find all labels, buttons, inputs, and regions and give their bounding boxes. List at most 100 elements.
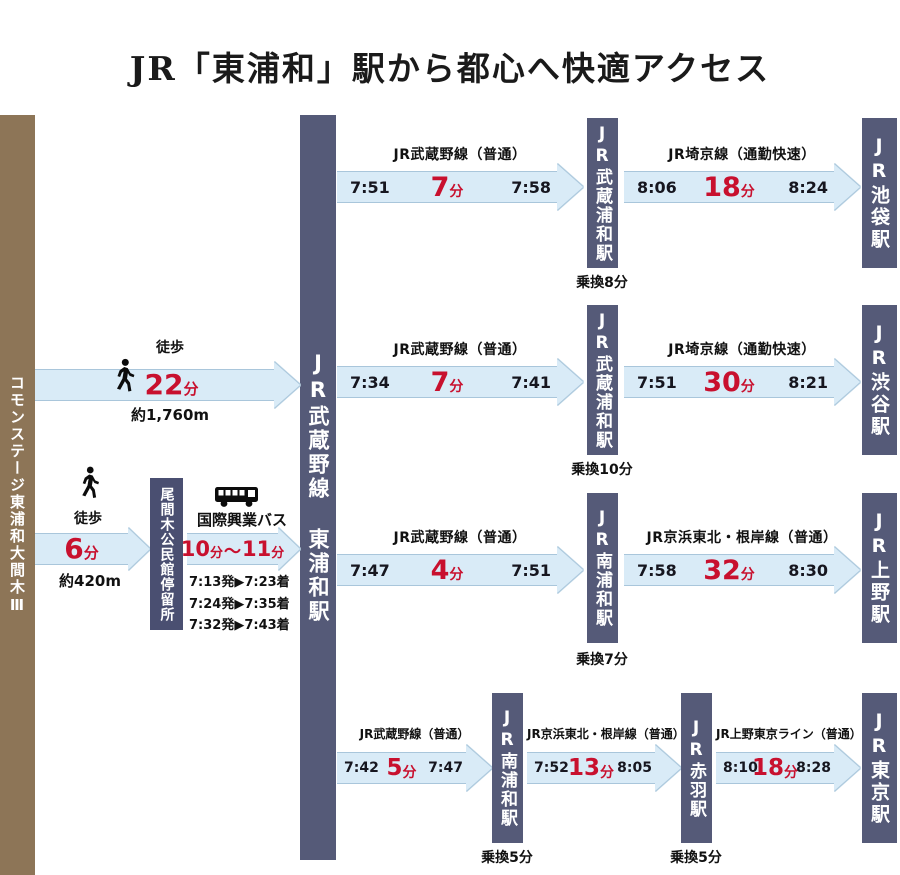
arrive-time: 7:51 bbox=[511, 560, 551, 580]
transfer-note: 乗換10分 bbox=[571, 462, 633, 478]
arrow-shape bbox=[337, 547, 583, 593]
bus-icon bbox=[215, 487, 258, 507]
walk-to-bus-label: 徒歩 bbox=[74, 511, 102, 527]
arrive-time: 8:21 bbox=[788, 372, 828, 392]
walk-direct-distance: 約1,760m bbox=[130, 406, 210, 424]
walker-icon bbox=[116, 358, 134, 392]
property-bar: コモンステージ東浦和大間木Ⅲ bbox=[0, 115, 35, 875]
bus-schedule-row: 7:32発▶7:43着 bbox=[189, 618, 290, 633]
arrive-time: 8:05 bbox=[617, 760, 652, 776]
bus-schedule-row: 7:24発▶7:35着 bbox=[189, 596, 290, 612]
page-title: JR「東浦和」駅から都心へ快適アクセス bbox=[129, 49, 771, 88]
line-name: JR上野東京ライン（普通） bbox=[716, 727, 862, 741]
transfer-note: 乗換7分 bbox=[576, 652, 628, 668]
arrow-shape bbox=[337, 745, 492, 791]
transfer-station-bar: JR武蔵浦和駅 bbox=[587, 305, 618, 455]
arrow-shape bbox=[624, 547, 860, 593]
arrow-shape bbox=[716, 745, 860, 791]
bus-stop-bar: 尾間木公民館停留所 bbox=[150, 478, 183, 630]
destination-station-bar: JR東京駅 bbox=[862, 693, 897, 843]
line-name: JR武蔵野線（普通） bbox=[359, 727, 470, 741]
arrive-time: 8:24 bbox=[788, 177, 828, 197]
destination-station-bar: JR池袋駅 bbox=[862, 118, 897, 268]
destination-station-bar: JR上野駅 bbox=[862, 493, 897, 643]
depart-time: 8:06 bbox=[637, 177, 677, 197]
transfer-station-bar: JR武蔵浦和駅 bbox=[587, 118, 618, 268]
origin-station-bar: JR武蔵野線 東浦和駅 bbox=[300, 115, 336, 860]
depart-time: 7:58 bbox=[637, 560, 677, 580]
arrow-shape bbox=[35, 362, 300, 408]
depart-time: 7:51 bbox=[350, 177, 390, 197]
line-name: JR埼京線（通勤快速） bbox=[668, 342, 816, 358]
transfer-note: 乗換8分 bbox=[576, 275, 628, 291]
depart-time: 7:47 bbox=[350, 560, 390, 580]
depart-time: 7:34 bbox=[350, 372, 390, 392]
arrive-time: 7:58 bbox=[511, 177, 551, 197]
transfer-note: 乗換5分 bbox=[670, 850, 722, 866]
arrow-shape bbox=[527, 745, 681, 791]
line-name: JR京浜東北・根岸線（普通） bbox=[646, 530, 838, 546]
arrow-shape bbox=[35, 528, 150, 570]
depart-time: 8:10 bbox=[723, 760, 758, 776]
arrow-shape bbox=[624, 164, 860, 210]
line-name: JR埼京線（通勤快速） bbox=[668, 147, 816, 163]
arrive-time: 8:30 bbox=[788, 560, 828, 580]
depart-time: 7:42 bbox=[344, 760, 379, 776]
transfer-station-bar: JR南浦和駅 bbox=[492, 693, 523, 843]
arrive-time: 7:41 bbox=[511, 372, 551, 392]
bus-schedule: 7:13発▶7:23着 7:24発▶7:35着 7:32発▶7:43着 bbox=[189, 572, 290, 637]
depart-time: 7:51 bbox=[637, 372, 677, 392]
arrow-shape bbox=[624, 359, 860, 405]
arrow-shape bbox=[337, 359, 583, 405]
arrow-shape bbox=[187, 528, 300, 570]
arrive-time: 7:47 bbox=[428, 760, 463, 776]
line-name: JR武蔵野線（普通） bbox=[393, 530, 527, 546]
transfer-note: 乗換5分 bbox=[481, 850, 533, 866]
transfer-station-bar: JR赤羽駅 bbox=[681, 693, 712, 843]
transfer-station-bar: JR南浦和駅 bbox=[587, 493, 618, 643]
walk-to-bus-distance: 約420m bbox=[59, 572, 121, 590]
destination-station-bar: JR渋谷駅 bbox=[862, 305, 897, 455]
line-name: JR京浜東北・根岸線（普通） bbox=[527, 727, 685, 741]
bus-schedule-row: 7:13発▶7:23着 bbox=[189, 575, 290, 590]
bus-operator: 国際興業バス bbox=[196, 511, 287, 529]
depart-time: 7:52 bbox=[534, 760, 569, 776]
line-name: JR武蔵野線（普通） bbox=[393, 147, 527, 163]
line-name: JR武蔵野線（普通） bbox=[393, 342, 527, 358]
walker-icon bbox=[82, 466, 99, 498]
